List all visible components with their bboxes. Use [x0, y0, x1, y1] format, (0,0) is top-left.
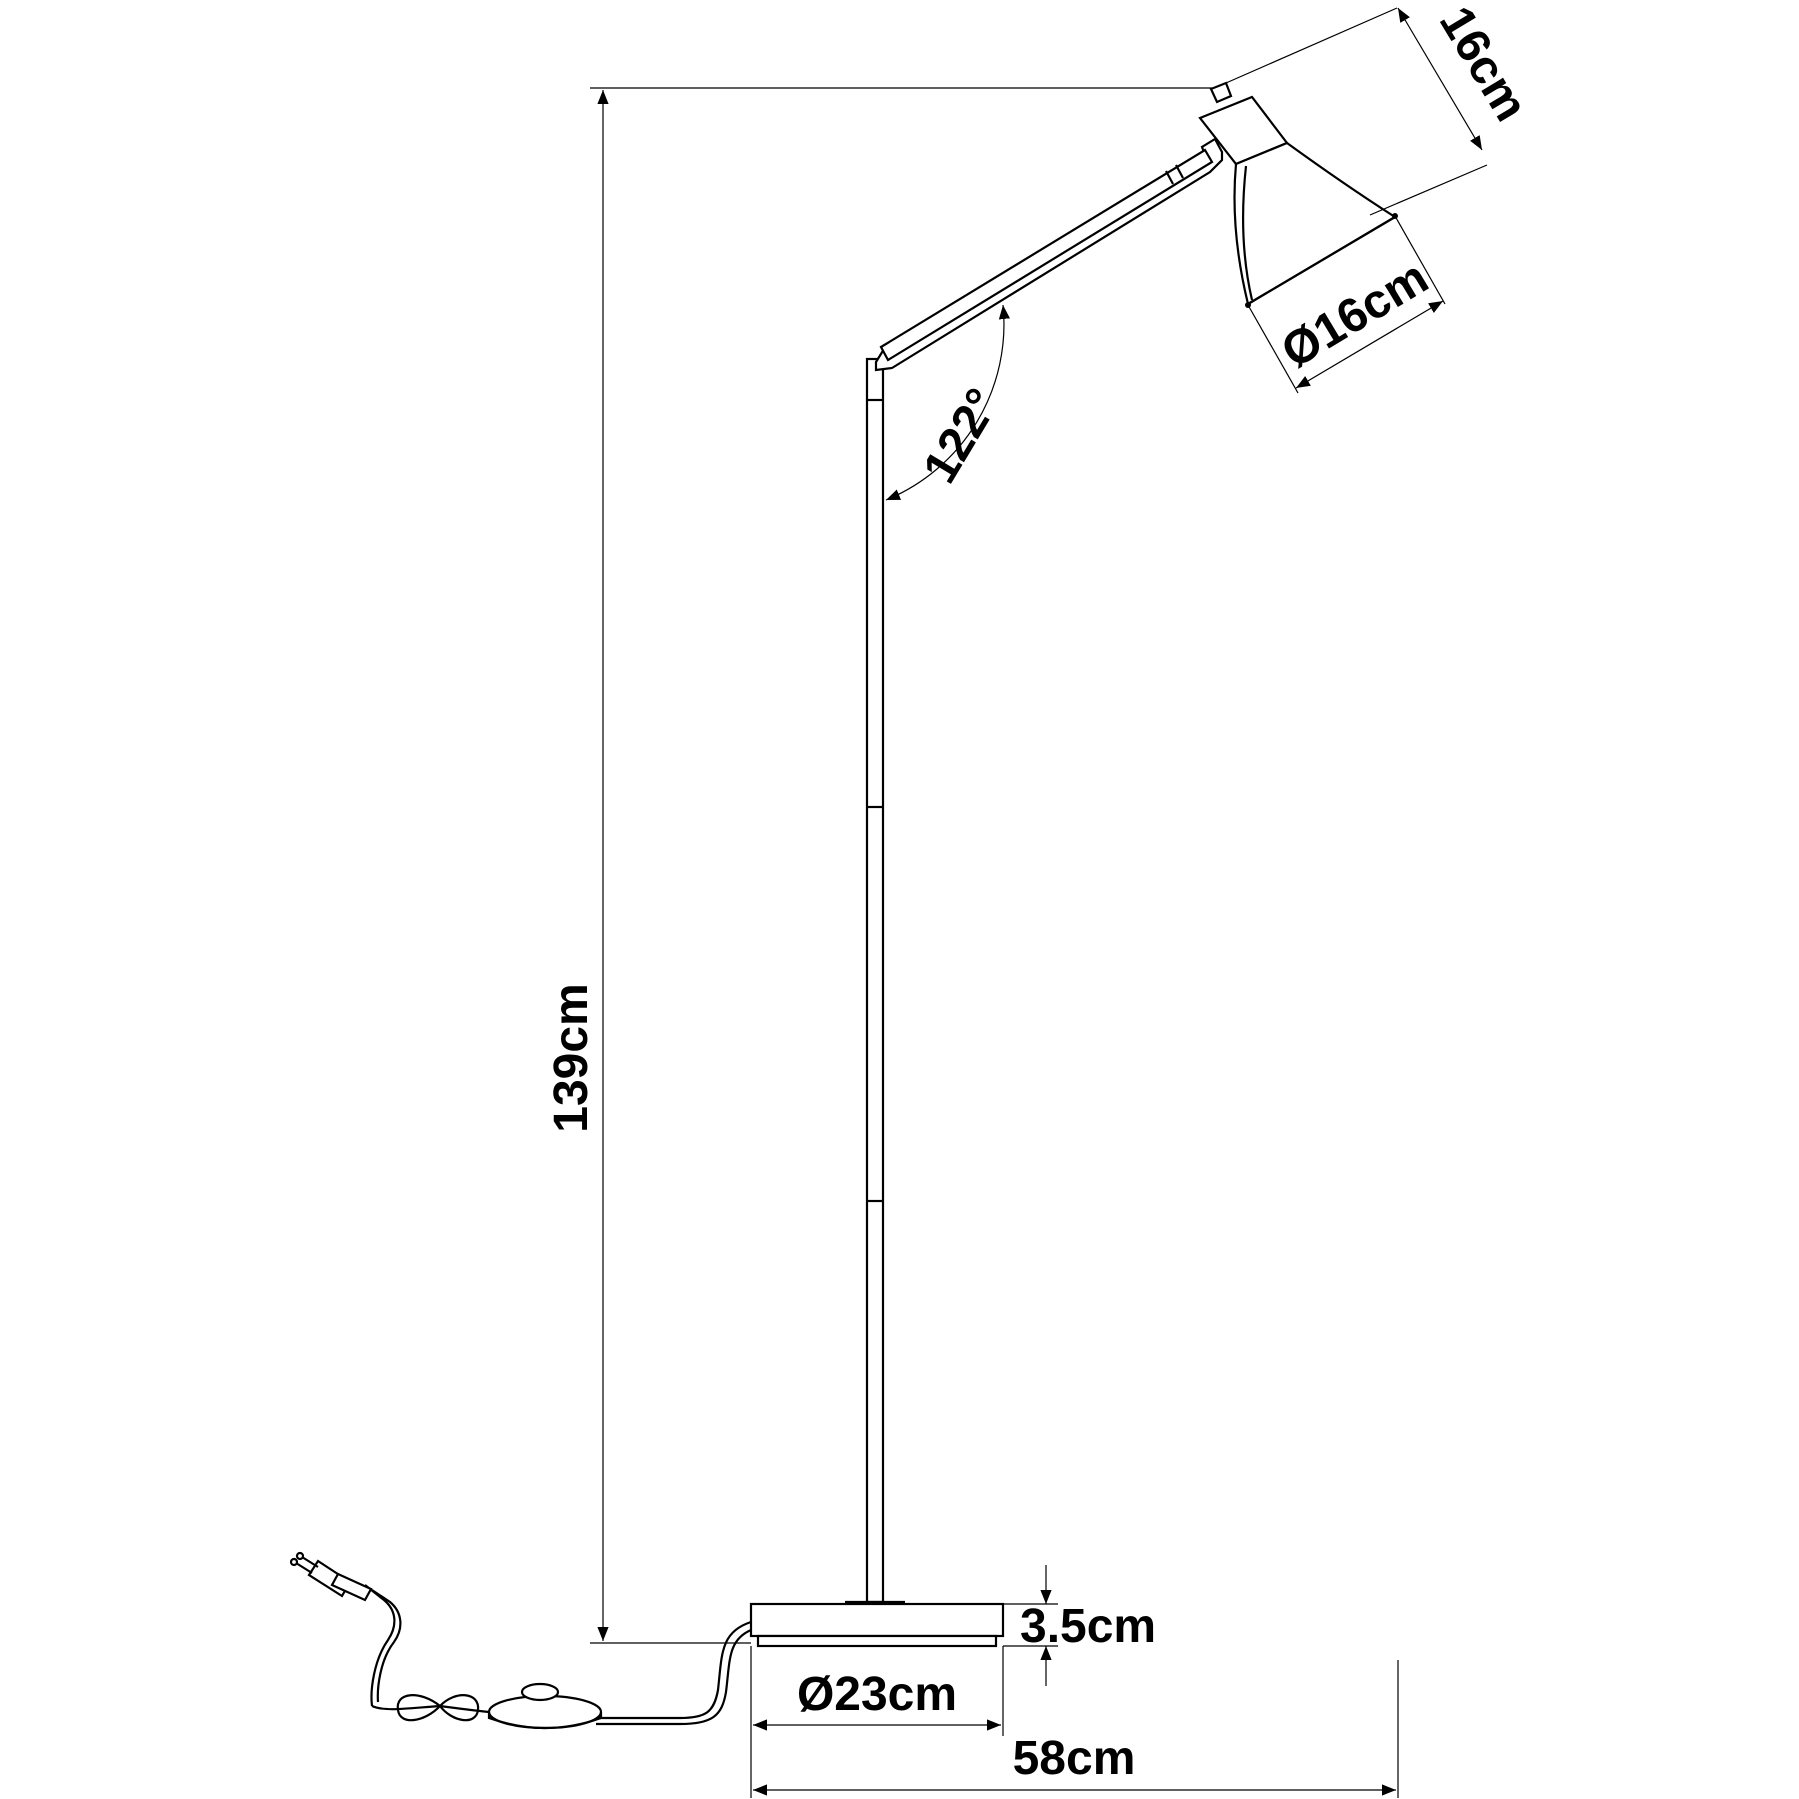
overall-width-dimension: 58cm: [753, 1660, 1399, 1798]
base-diameter-dimension: Ø23cm: [750, 1646, 1004, 1798]
power-plug: [289, 1551, 373, 1602]
overall-width-label: 58cm: [1013, 1732, 1136, 1785]
arm-angle-label: 122°: [913, 380, 1010, 492]
foot-switch: [487, 1682, 603, 1730]
base-diameter-label: Ø23cm: [797, 1668, 957, 1721]
lamp-pole: [865, 357, 885, 1604]
lamp-arm: [874, 137, 1224, 372]
base-height-dimension: 3.5cm: [1003, 1565, 1156, 1686]
height-label: 139cm: [545, 983, 598, 1132]
lamp-shade: [1198, 81, 1398, 308]
power-cable: [364, 1584, 752, 1730]
lamp: [289, 81, 1398, 1730]
shade-depth-label: 16cm: [1429, 0, 1538, 130]
height-dimension: 139cm: [545, 87, 1213, 1644]
base-height-label: 3.5cm: [1020, 1600, 1156, 1653]
lamp-base: [749, 1600, 1005, 1648]
